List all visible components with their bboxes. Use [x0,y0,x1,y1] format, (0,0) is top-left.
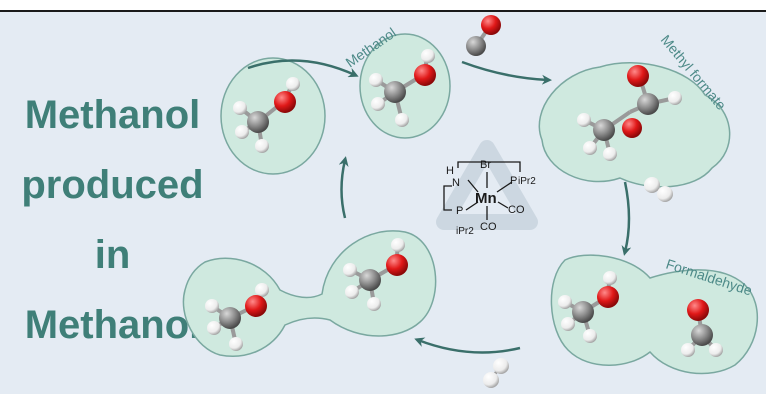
catalyst-phosphine-bottom: P [456,205,463,217]
methanol-blob-left [220,57,326,175]
headline-line-3: in [94,233,131,277]
headline-line-4: Methanol [24,303,201,347]
cycle-arrows [247,59,632,354]
h2-molecule-top [644,177,673,202]
formaldehyde-molecule [681,299,723,357]
methanol-molecule-dimer-left [205,283,269,351]
co-molecule [466,15,501,56]
arrow-to-methanol-left [338,156,349,219]
catalyst-carbonyl-2: CO [480,221,497,233]
arrow-to-methanol-dimer [414,337,521,354]
catalyst-metal: Mn [475,190,497,207]
catalyst-amine-h: H [446,165,454,177]
headline: Methanol produced in Methanol [0,80,225,360]
methanol-molecule-left [233,77,300,153]
h2-molecule-bottom [483,358,509,388]
methanol-dimer-blob [182,230,437,357]
arrow-to-formaldehyde [621,181,632,256]
catalyst-amine-n: N [452,177,460,189]
catalyst-phosphine-top-sub: iPr2 [518,176,536,187]
methanol-molecule-dimer-right [343,238,408,311]
headline-line-1: Methanol [24,93,201,137]
methanol-molecule-right [558,271,619,343]
methyl-formate-molecule [577,65,682,161]
methanol-molecule-top [369,49,436,127]
headline-line-2: produced [21,163,204,207]
arrow-left-to-top [247,59,359,78]
catalyst-phosphine-top: P [510,175,517,187]
arrow-to-methyl-formate [461,60,552,85]
mn-catalyst-structure: Br H N Mn P iPr2 P iPr2 CO CO [443,159,536,237]
catalyst-phosphine-bottom-sub: iPr2 [456,226,474,237]
catalyst-carbonyl-1: CO [508,204,525,216]
catalyst-halide: Br [480,159,491,171]
